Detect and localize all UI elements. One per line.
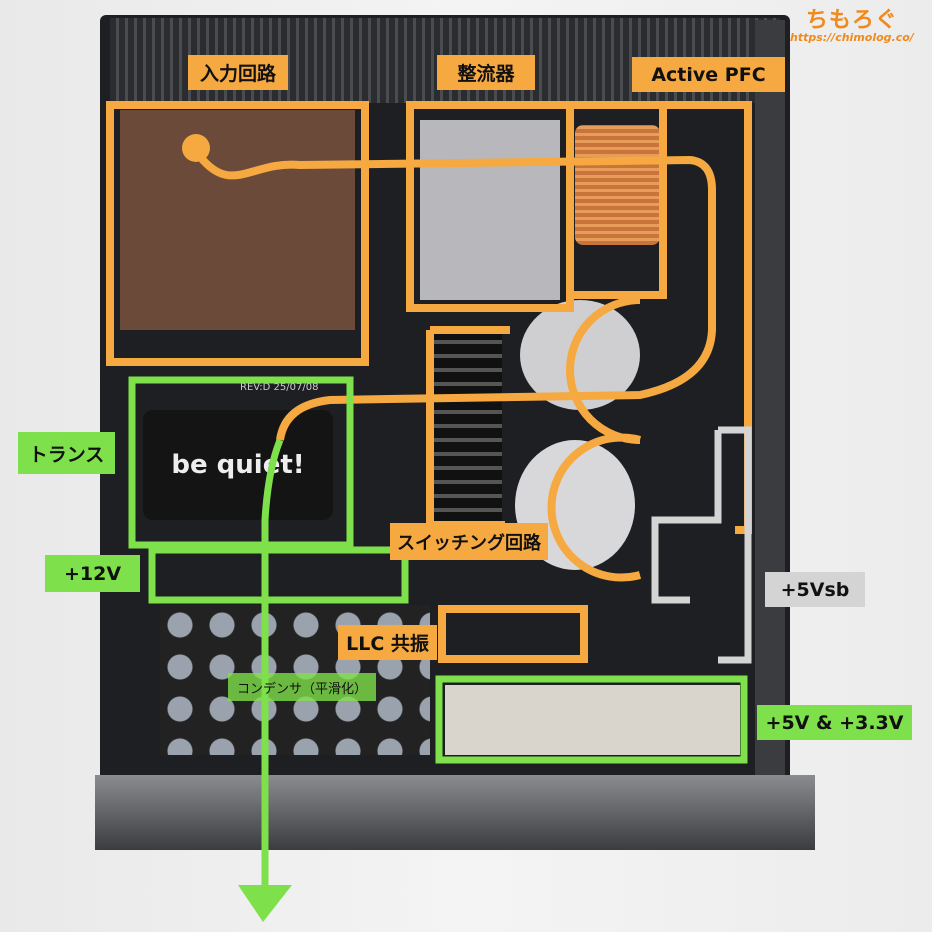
watermark-site-name: ちもろぐ <box>805 8 898 33</box>
pfc-coil <box>575 125 660 245</box>
input-filter <box>120 110 355 330</box>
power-flow-orange <box>191 147 716 441</box>
power-flow-green <box>261 438 284 895</box>
label-transformer: トランス <box>18 432 115 474</box>
label-llc-resonance: LLC 共振 <box>338 625 437 660</box>
switching-outline <box>426 326 510 529</box>
brand-print: be quiet! <box>171 450 305 480</box>
label-plus12v: +12V <box>45 555 140 592</box>
plus5v-outline <box>435 675 748 764</box>
llc-outline <box>438 605 588 663</box>
label-plus5vsb: +5Vsb <box>765 572 865 607</box>
chassis-right-wall <box>755 20 785 820</box>
label-switching-circuit: スイッチング回路 <box>390 523 548 560</box>
input-circuit-outline <box>106 101 369 366</box>
switching-cap-outline <box>547 296 642 582</box>
rectifier-outline <box>406 101 574 312</box>
label-input-circuit: 入力回路 <box>188 55 288 90</box>
label-capacitor: コンデンサ（平滑化） <box>228 673 376 701</box>
watermark-url: https://chimolog.co/ <box>790 31 914 44</box>
transformer-outline <box>128 376 354 549</box>
transformer-body: be quiet! <box>143 410 333 520</box>
pcb-rev-print: REV:D 25/07/08 <box>240 382 319 393</box>
heatsink-rectifier <box>420 120 560 300</box>
label-active-pfc: Active PFC <box>632 57 785 92</box>
pfc-region-outline <box>663 101 752 534</box>
plus5vsb-outline <box>651 426 752 664</box>
chassis-bottom <box>95 775 815 850</box>
dc-dc-board <box>445 685 740 755</box>
arrow-down-icon <box>238 885 292 922</box>
site-watermark: ちもろぐ https://chimolog.co/ <box>790 2 914 44</box>
label-plus5v-3v3: +5V & +3.3V <box>757 705 912 740</box>
label-rectifier: 整流器 <box>437 55 535 90</box>
heatsink-switching <box>432 332 502 522</box>
pfc-outline <box>566 101 667 299</box>
plus12v-outline <box>148 546 409 604</box>
flow-start-dot <box>182 134 210 162</box>
